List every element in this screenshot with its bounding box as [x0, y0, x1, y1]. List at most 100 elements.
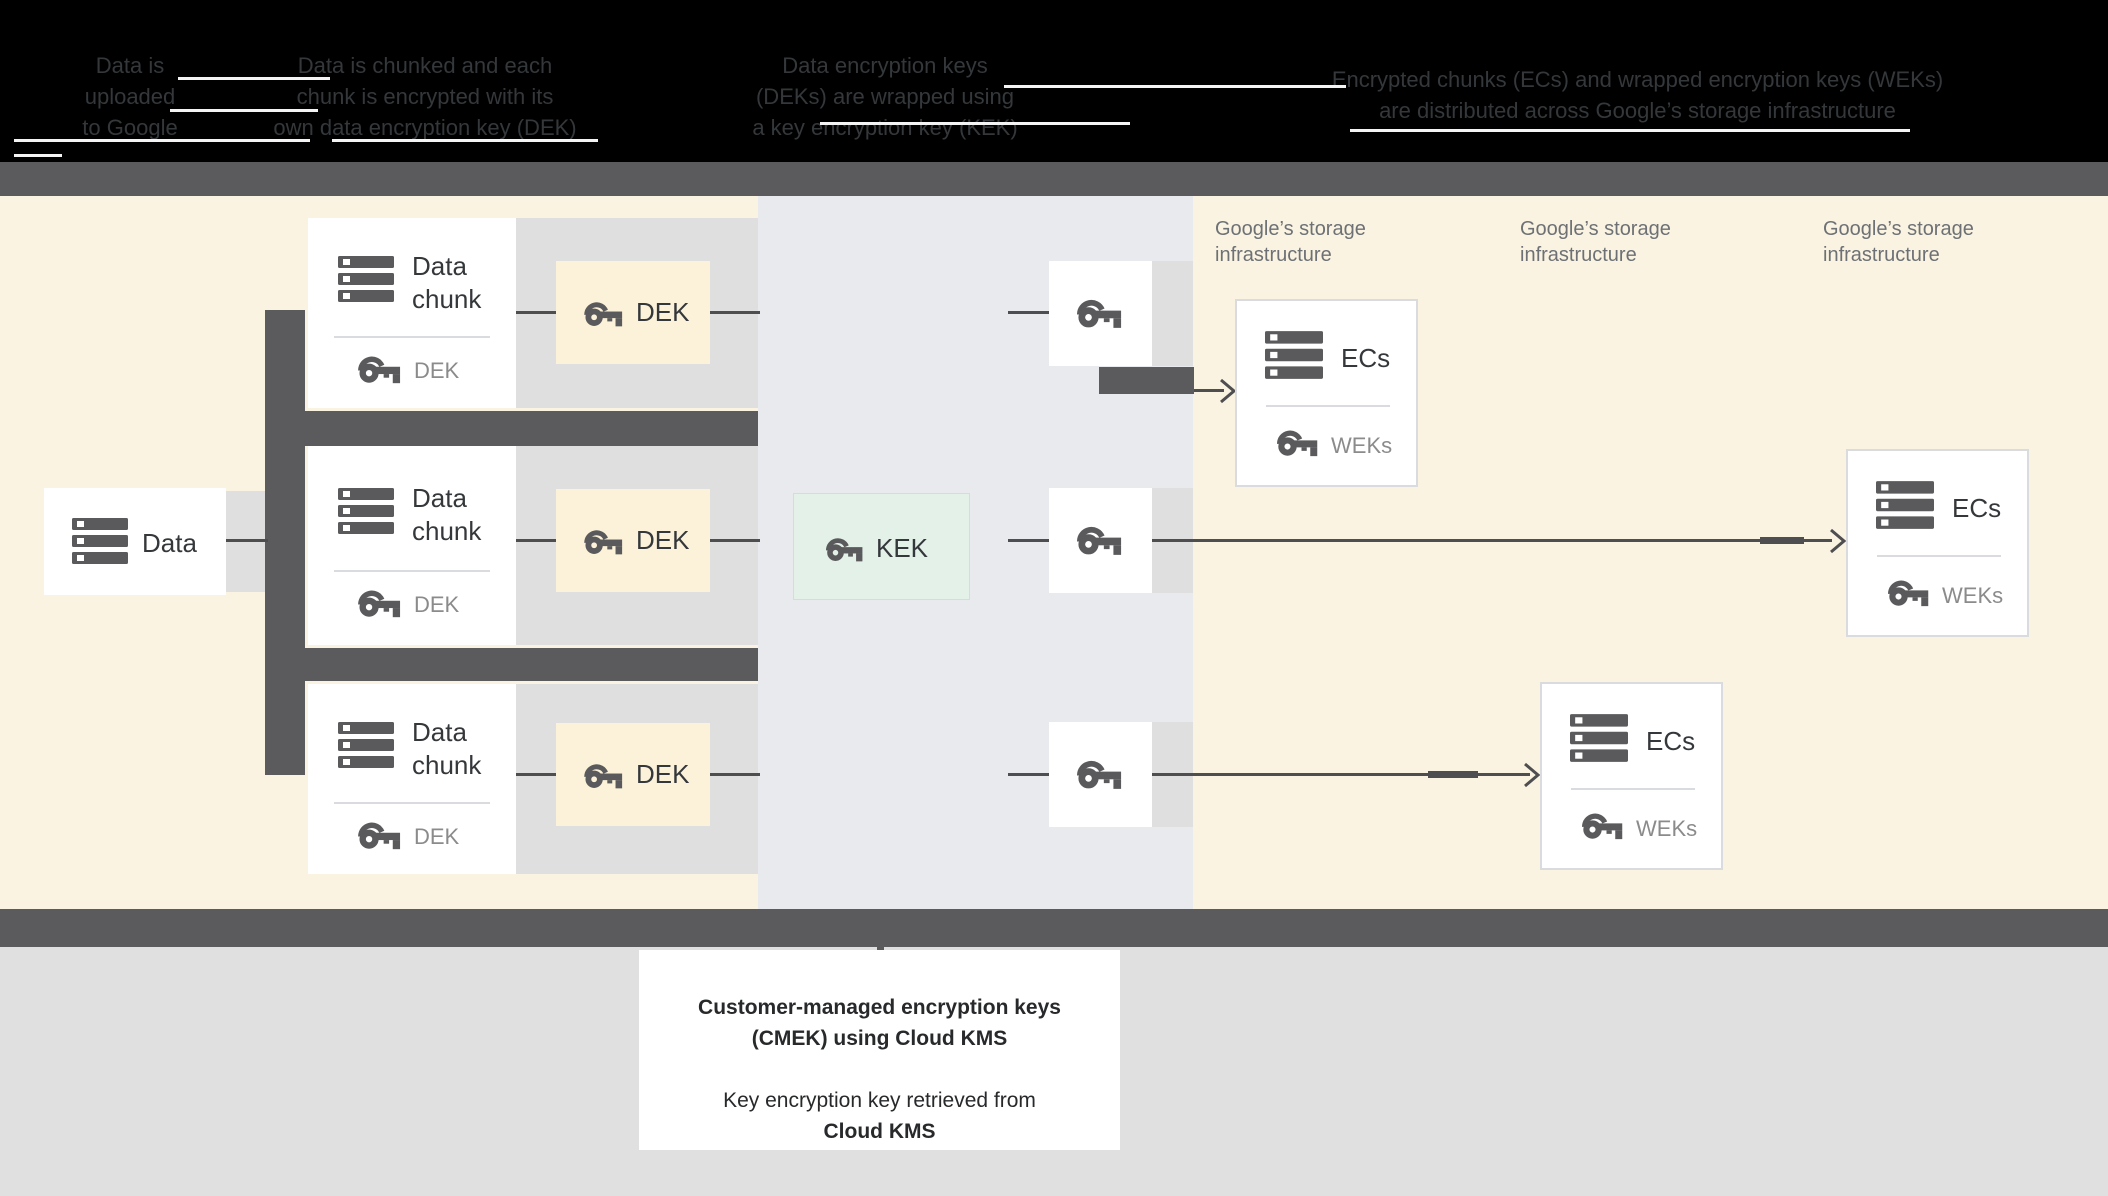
key-icon: [1077, 297, 1123, 330]
dek-label: DEK: [636, 525, 690, 555]
database-icon: [338, 722, 394, 768]
header-rule: [1004, 85, 1346, 88]
dek-box-3: DEK: [556, 723, 710, 826]
box-divider: [334, 802, 490, 804]
database-icon: [1265, 331, 1323, 379]
database-icon: [338, 488, 394, 534]
storage-infra-label-2: Google’s storage infrastructure: [1520, 218, 1671, 266]
database-icon: [1876, 481, 1934, 529]
key-icon: [584, 762, 624, 790]
header-rule: [1350, 129, 1910, 132]
weks-label: WEKs: [1331, 433, 1393, 458]
arrow-line-row3-thick-segment: [1428, 771, 1478, 778]
ecs-label: ECs: [1341, 343, 1391, 373]
header-step-3: Data encryption keys (DEKs) are wrapped …: [735, 50, 1035, 143]
caption-connector-notch: [877, 947, 884, 952]
key-icon: [584, 300, 624, 328]
bottom-divider-band: [0, 909, 2108, 947]
key-icon: [1077, 758, 1123, 791]
ecs-box-3: ECs WEKs: [1540, 682, 1723, 870]
top-divider-band: [0, 162, 2108, 196]
chunk-dek-label: DEK: [414, 592, 460, 617]
kek-label: KEK: [876, 533, 929, 563]
key-icon: [1077, 524, 1123, 557]
box-divider: [1571, 788, 1695, 790]
database-icon: [1570, 714, 1628, 762]
box-divider: [1266, 405, 1390, 407]
header-rule: [332, 139, 598, 142]
weks-label: WEKs: [1942, 583, 2004, 608]
ecs-label: ECs: [1646, 726, 1696, 756]
ecs-box-2: ECs WEKs: [1846, 449, 2029, 637]
header-step-3-line: (DEKs) are wrapped using: [755, 84, 1014, 109]
database-icon: [72, 518, 128, 564]
line-chunk3-to-dek3: [516, 773, 560, 776]
box-divider: [334, 336, 490, 338]
header-step-1-line: Data is: [95, 53, 165, 78]
weks-label: WEKs: [1636, 816, 1698, 841]
line-chunk2-to-dek2: [516, 539, 560, 542]
wrap-key-box-2: [1049, 488, 1152, 593]
header-step-3-line: a key encryption key (KEK): [752, 115, 1018, 140]
ecs-label: ECs: [1952, 493, 2002, 523]
caption-line: Cloud KMS: [823, 1120, 936, 1143]
arrow-line-row1: [1194, 389, 1224, 392]
arrowhead-icon: [1523, 762, 1540, 788]
key-icon: [826, 536, 864, 563]
line-dek3-out: [710, 773, 760, 776]
line-chunk1-to-dek1: [516, 311, 560, 314]
wrap1-panel: [1152, 261, 1193, 366]
wrap-key-box-1: [1049, 261, 1152, 366]
line-into-wrap1: [1008, 311, 1049, 314]
arrow-line-row2-thick-segment: [1760, 537, 1804, 544]
data-chunk-box-1: Data chunk DEK: [308, 218, 516, 408]
chunk-label: Data chunk: [412, 717, 482, 780]
kek-box: KEK: [793, 493, 970, 600]
storage-infra-label-1: Google’s storage infrastructure: [1215, 218, 1366, 266]
caption-line: Customer-managed encryption keys: [698, 996, 1061, 1019]
header-rule: [14, 139, 310, 142]
key-icon: [358, 588, 402, 619]
chunk-label: Data chunk: [412, 483, 482, 546]
chunk-label: Data chunk: [412, 251, 482, 314]
header-rule: [170, 109, 318, 112]
data-box: Data: [44, 488, 226, 595]
arrow-line-row2: [1152, 539, 1832, 542]
line-kek-to-wrap2: [1008, 539, 1049, 542]
chunk-fanout-bar-2: [265, 648, 758, 681]
arrowhead-icon: [1829, 528, 1846, 554]
data-chunk-box-3: Data chunk DEK: [308, 684, 516, 874]
chunk-fanout-bar-1: [265, 411, 758, 446]
database-icon: [338, 256, 394, 302]
storage-infra-label-3: Google’s storage infrastructure: [1823, 218, 1974, 266]
line-dek2-out: [710, 539, 760, 542]
key-icon: [1582, 811, 1624, 841]
caption-box: Customer-managed encryption keys (CMEK) …: [639, 950, 1120, 1150]
key-icon: [358, 820, 402, 851]
header-step-4-line: are distributed across Google’s storage …: [1379, 98, 1896, 123]
caption-line: Key encryption key retrieved from: [723, 1089, 1036, 1112]
key-icon: [1888, 578, 1930, 608]
header-rule: [820, 122, 1130, 125]
wrap-key-box-3: [1049, 722, 1152, 827]
ecs-box-1: ECs WEKs: [1235, 299, 1418, 487]
dek-label: DEK: [636, 297, 690, 327]
key-icon: [584, 528, 624, 556]
header-step-2: Data is chunked and each chunk is encryp…: [240, 50, 610, 143]
chunk-dek-label: DEK: [414, 358, 460, 383]
header-rule: [14, 154, 62, 157]
data-label: Data: [142, 528, 197, 558]
line-data-to-trunk: [226, 539, 268, 542]
box-divider: [1877, 555, 2001, 557]
line-dek1-out: [710, 311, 760, 314]
chunk-dek-label: DEK: [414, 824, 460, 849]
header-step-3-line: Data encryption keys: [782, 53, 988, 78]
line-into-wrap3: [1008, 773, 1049, 776]
header-step-1-line: uploaded: [84, 84, 176, 109]
key-icon: [1277, 428, 1319, 458]
header-step-4: Encrypted chunks (ECs) and wrapped encry…: [1315, 64, 1960, 126]
dek-box-1: DEK: [556, 261, 710, 364]
header-step-2-line: chunk is encrypted with its: [296, 84, 554, 109]
dek-box-2: DEK: [556, 489, 710, 592]
